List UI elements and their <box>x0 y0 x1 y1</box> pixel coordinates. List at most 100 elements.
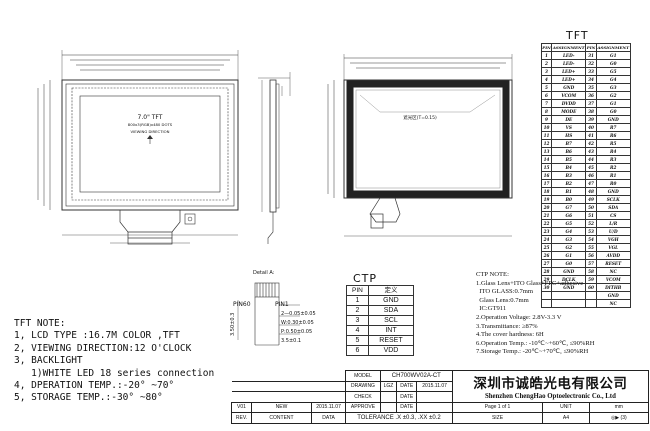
tft-table-cell: R1 <box>595 171 631 180</box>
tft-table-cell: 18 <box>540 187 553 196</box>
unit-label: UNIT <box>542 401 590 413</box>
tft-table-cell: LED+ <box>551 75 587 84</box>
tft-table-cell: DE <box>551 115 587 124</box>
dim-pad-width: W:0.30±0.05 <box>281 320 314 326</box>
tft-table-cell: SDA <box>595 203 631 212</box>
tft-table-cell: 4 <box>540 75 553 84</box>
ctp-note-line: 2.Operation Voltage: 2.8V-3.3 V <box>476 313 562 321</box>
tft-table-cell: 50 <box>585 203 597 212</box>
tft-table-cell: 5 <box>540 83 553 92</box>
tft-table-cell: 57 <box>585 259 597 268</box>
tft-table-header: PIN <box>540 43 553 52</box>
tft-table-cell: CS <box>595 211 631 220</box>
tft-table-cell: 2 <box>540 59 553 68</box>
tft-table-cell: GND <box>551 83 587 92</box>
date-label-2: DATE <box>396 391 418 403</box>
tft-table-cell: G1 <box>595 99 631 108</box>
side-view <box>258 72 291 244</box>
tft-table-cell: VGL <box>595 243 631 252</box>
drawing-label: DRAWING <box>345 380 381 392</box>
tft-table-cell: G1 <box>595 51 631 60</box>
tft-table-cell: U/D <box>595 227 631 236</box>
ctp-note-line: 4.The cover hardness: 6H <box>476 331 544 339</box>
tft-table-cell: DITHB <box>595 283 631 292</box>
tft-table-cell: AVDD <box>595 251 631 260</box>
tft-table-cell: B1 <box>551 187 587 196</box>
ctp-table-cell: INT <box>367 325 415 336</box>
tft-table-cell: G0 <box>551 259 587 268</box>
tft-table-cell: 7 <box>540 99 553 108</box>
ctp-table-cell: VDD <box>367 345 415 356</box>
tft-table-cell: 51 <box>585 211 597 220</box>
tft-table-cell: B2 <box>551 179 587 188</box>
ctp-table-cell: 5 <box>346 335 369 346</box>
viewing-direction-label: VIEWING DIRECTION <box>131 129 170 134</box>
tft-table-cell: DVDD <box>551 99 587 108</box>
tft-table-cell: GND <box>595 115 631 124</box>
tft-table-cell: 3 <box>540 67 553 76</box>
tft-table-cell <box>585 299 597 308</box>
tft-table-cell: 14 <box>540 155 553 164</box>
tft-table-cell: G0 <box>595 107 631 116</box>
tft-table-cell: 44 <box>585 155 597 164</box>
tft-table-cell: G3 <box>551 235 587 244</box>
tft-table-cell: LED- <box>551 59 587 68</box>
ctp-table-cell: 1 <box>346 295 369 306</box>
tft-table-cell: 46 <box>585 171 597 180</box>
ctp-note-line: 1.Glass Lens+ITO Glass+FPC+adhesive <box>476 279 584 287</box>
tft-table-cell: 47 <box>585 179 597 188</box>
tft-table-cell: 21 <box>540 211 553 220</box>
tft-table-cell: L/R <box>595 219 631 228</box>
tft-table-cell: G4 <box>551 227 587 236</box>
company-name-cn: 深圳市诚皓光电有限公司 <box>473 376 628 393</box>
model-value: CH700WV02A-CT <box>379 370 453 382</box>
ctp-note-line: 3.Transmittance: ≥87% <box>476 322 538 330</box>
tft-table-cell: 36 <box>585 91 597 100</box>
tft-table-cell: 34 <box>585 75 597 84</box>
tft-table-cell: 53 <box>585 227 597 236</box>
tft-table-cell: 12 <box>540 139 553 148</box>
tft-table-cell: 39 <box>585 115 597 124</box>
tolerance: TOLERANCE .X ±0.3, .XX ±0.2 <box>345 412 453 424</box>
tft-table-cell: G4 <box>595 75 631 84</box>
ctp-table-cell: RESET <box>367 335 415 346</box>
tft-table-cell: 27 <box>540 259 553 268</box>
dim-height: 3.50±0.3 <box>230 313 236 336</box>
detail-a-drawing <box>237 282 300 346</box>
ctp-center-label: 遮光区(T=0.15) <box>403 114 437 121</box>
date-label-1: DATE <box>396 380 418 392</box>
dim-length: 3.5±0.1 <box>281 338 301 344</box>
tft-table-cell: B7 <box>551 139 587 148</box>
tft-table-cell: RESET <box>595 259 631 268</box>
ctp-table-cell: 2 <box>346 305 369 316</box>
date-value-1: 2015.11.07 <box>416 380 453 392</box>
tft-table-cell: R3 <box>595 155 631 164</box>
tft-pin-table-title: TFT <box>566 29 589 42</box>
tft-table-cell: 23 <box>540 227 553 236</box>
content-header: CONTENT <box>251 412 312 424</box>
tft-table-cell: HS <box>551 131 587 140</box>
size-value: A4 <box>542 412 590 424</box>
pin60-label: PIN60 <box>233 301 251 308</box>
tft-table-cell: 24 <box>540 235 553 244</box>
tft-table-cell: 49 <box>585 195 597 204</box>
ctp-table-cell: SDA <box>367 305 415 316</box>
ctp-table-cell: SCL <box>367 315 415 326</box>
tft-table-cell: VGH <box>595 235 631 244</box>
rev-date: 2015.11.07 <box>310 401 347 413</box>
